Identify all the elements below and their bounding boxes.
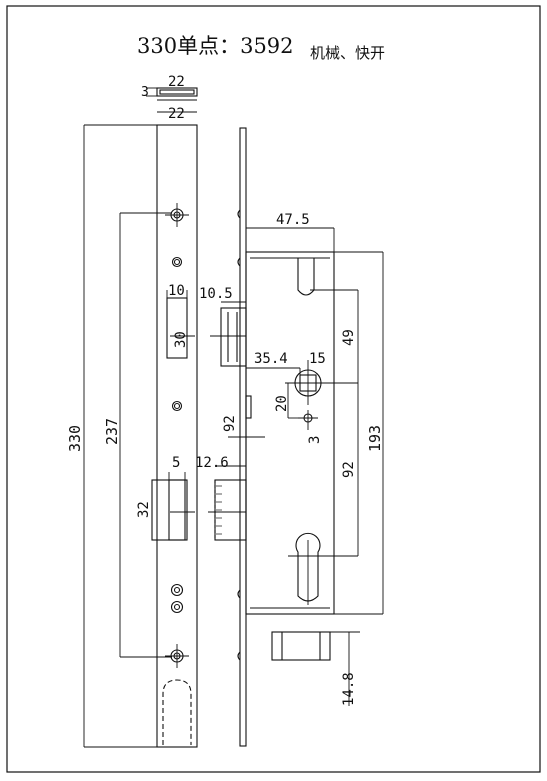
dim-mount-span: 237 bbox=[103, 418, 121, 445]
dim-center-distance-b: 92 bbox=[341, 461, 357, 478]
dim-bolt-height: 32 bbox=[136, 501, 152, 518]
dim-center-distance-a: 92 bbox=[222, 415, 238, 432]
dim-handle-to-latch: 49 bbox=[341, 329, 357, 346]
faceplate-center-marks bbox=[165, 203, 195, 668]
dim-bolt-throw: 14.8 bbox=[341, 672, 357, 706]
dim-case-depth: 47.5 bbox=[276, 212, 310, 228]
dim-small-hole-offset: 20 bbox=[274, 395, 290, 412]
dim-bolt-width: 5 bbox=[172, 455, 180, 471]
dim-bolt-offset: 12.6 bbox=[195, 455, 229, 471]
title-sub: 机械、快开 bbox=[310, 44, 385, 62]
dim-latch-width: 10 bbox=[168, 283, 185, 299]
dim-top-width-b: 22 bbox=[168, 106, 185, 122]
dim-backset: 35.4 bbox=[254, 351, 288, 367]
drawing-frame bbox=[6, 5, 541, 773]
dim-latch-height: 30 bbox=[173, 331, 189, 348]
dim-total-length: 330 bbox=[66, 425, 84, 452]
deadbolt-hatching bbox=[216, 485, 222, 535]
dim-latch-offset: 10.5 bbox=[199, 286, 233, 302]
dim-top-width-a: 22 bbox=[168, 74, 185, 90]
side-view-dimensions bbox=[215, 227, 384, 706]
dim-case-height: 193 bbox=[366, 425, 384, 452]
dim-top-small-height: 3 bbox=[141, 85, 149, 100]
title-main: 330单点：3592 bbox=[137, 34, 294, 58]
faceplate-dimensions bbox=[83, 87, 197, 748]
faceplate-front-view bbox=[151, 87, 198, 748]
dim-small-hole-dia: 3 bbox=[307, 436, 323, 444]
dim-spindle-square: 15 bbox=[309, 351, 326, 367]
